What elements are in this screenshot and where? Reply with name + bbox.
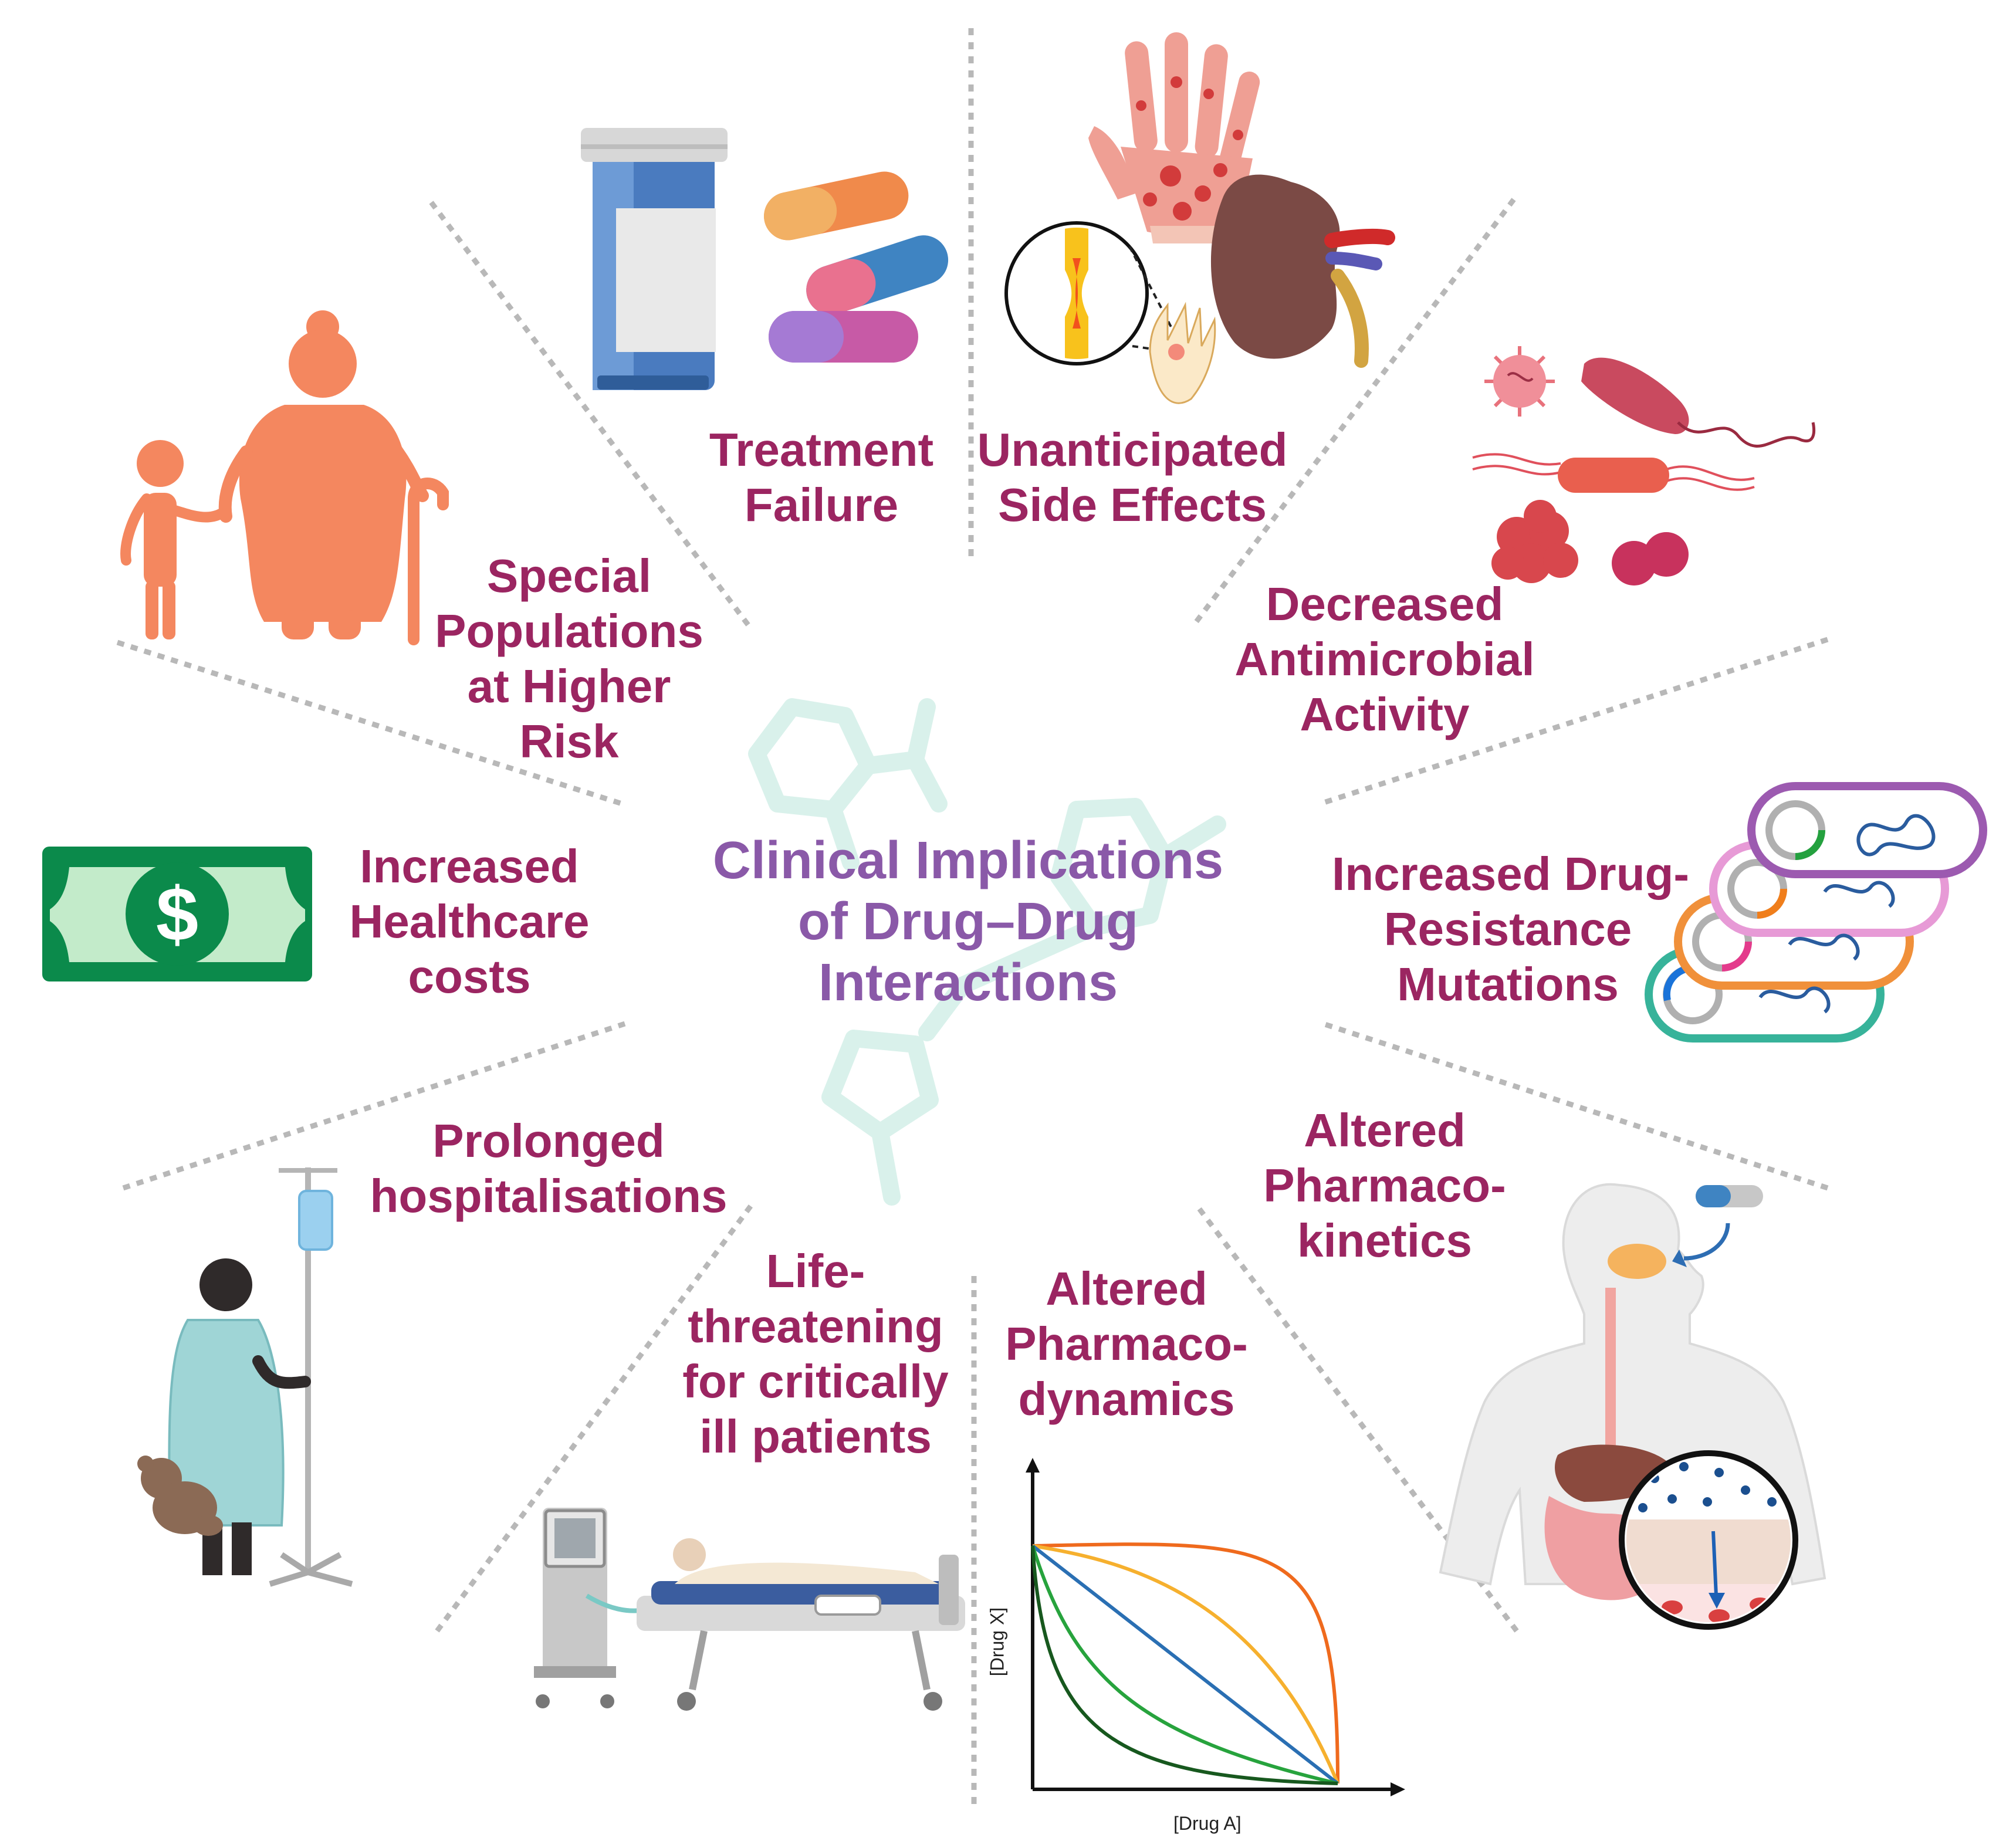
center-title: Clinical Implications of Drug–Drug Inter… (686, 830, 1250, 1013)
label-treatment-failure: Treatment Failure (709, 424, 934, 531)
label-special-populations: Special Populations at Higher Risk (435, 550, 703, 767)
center-title-line: Interactions (818, 953, 1118, 1012)
label-hospitalisation: Prolonged hospitalisations (370, 1115, 728, 1222)
label-pharmacokinetics: Altered Pharmaco- kinetics (1263, 1104, 1506, 1267)
isobole-synergy (1031, 1545, 1338, 1785)
flagellated-bacterium-icon (1472, 453, 1755, 493)
label-critically-ill: Life- threatening for critically ill pat… (682, 1245, 949, 1463)
dollar-bill-icon (42, 847, 312, 981)
label-costs: Increased Healthcare costs (349, 840, 590, 1003)
label-resistance: Increased Drug- Resistance Mutations (1332, 848, 1690, 1010)
isobologram-chart (1026, 1458, 1405, 1796)
bacteria-plasmid-stack-icon (1645, 782, 1987, 1043)
icu-bed-ventilator-icon (534, 1508, 965, 1711)
dollar-symbol: $ (155, 871, 199, 957)
center-title-line: Clinical Implications (712, 831, 1224, 890)
label-side-effects: Unanticipated Side Effects (977, 424, 1288, 531)
kidney-icon (1210, 174, 1395, 368)
teddy-bear-icon (137, 1456, 223, 1536)
isobole-additive (1031, 1544, 1339, 1785)
pd-chart-xlabel: [Drug A] (1173, 1813, 1242, 1834)
child-patient-iv-icon (137, 1167, 353, 1587)
pill-bottle-icon (581, 128, 728, 390)
pd-chart-ylabel: [Drug X] (986, 1607, 1008, 1677)
capsules-icon (764, 171, 949, 363)
isobole-strong-antagonism (1032, 1542, 1339, 1784)
child-elderly-woman-icon (120, 310, 449, 645)
cocci-cluster-icon (1491, 500, 1578, 583)
center-title-line: of Drug–Drug (798, 892, 1138, 951)
intestinal-absorption-magnifier-icon (1619, 1450, 1798, 1630)
capsule-small-icon (1672, 1185, 1763, 1267)
label-pharmacodynamics: Altered Pharmaco- dynamics (1005, 1263, 1248, 1425)
nerve-magnifier-icon (1004, 221, 1216, 404)
label-antimicrobial: Decreased Antimicrobial Activity (1234, 578, 1535, 740)
isobole-strong-synergy (1031, 1545, 1338, 1785)
rod-bacterium-icon (1581, 357, 1816, 448)
virus-icon (1484, 346, 1555, 417)
molecule-watermark-icon (748, 698, 1226, 1206)
isobole-antagonism (1032, 1544, 1339, 1785)
diplococcus-icon (1612, 532, 1689, 585)
